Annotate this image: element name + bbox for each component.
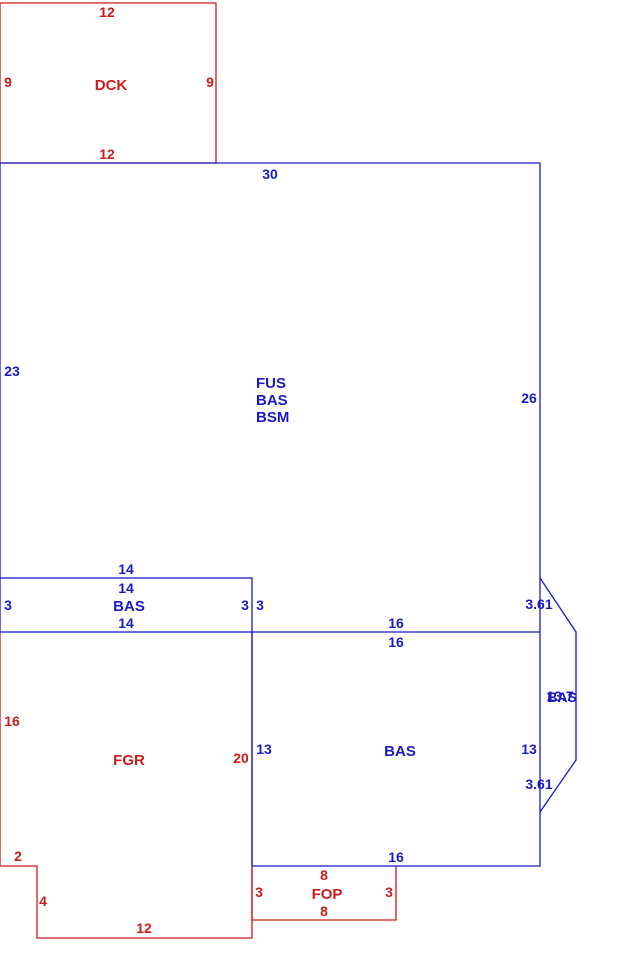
bay-top-diagonal-dimension: 3.61 [525, 596, 552, 612]
porch-area-label: FOP [312, 886, 343, 903]
bay-bottom-diagonal-dimension: 3.61 [525, 776, 552, 792]
porch-top-dimension: 8 [320, 867, 328, 883]
main-top-dimension: 30 [262, 166, 278, 182]
deck-right-dimension: 9 [206, 74, 214, 90]
bas-strip-top-outer-dimension: 14 [118, 561, 134, 577]
main-block-outline [0, 162, 541, 632]
bay-outline [539, 577, 577, 813]
deck-outline [0, 2, 217, 163]
deck-left-dimension: 9 [4, 74, 12, 90]
main-area-label-fus: FUS [256, 375, 286, 392]
deck-bottom-dimension: 12 [99, 146, 115, 162]
bas-strip-left-dimension: 3 [4, 597, 12, 613]
bas-lower-area-label: BAS [384, 743, 416, 760]
porch-outline [251, 866, 397, 921]
bay-area-label: BAS [547, 689, 577, 705]
deck-area-label: DCK [95, 77, 128, 94]
bas-lower-bottom-dimension: 16 [388, 849, 404, 865]
bas-lower-left-dimension: 13 [256, 741, 272, 757]
garage-step-width-dimension: 2 [14, 848, 22, 864]
bas-strip-area-label: BAS [113, 598, 145, 615]
garage-area-label: FGR [113, 752, 145, 769]
garage-step-height-dimension: 4 [39, 893, 47, 909]
porch-left-dimension: 3 [255, 884, 263, 900]
bas-strip-right-outer-dimension: 3 [256, 597, 264, 613]
bas-strip-right-inner-dimension: 3 [241, 597, 249, 613]
garage-outline [0, 632, 253, 939]
main-area-label-bsm: BSM [256, 409, 289, 426]
bas-strip-top-inner-dimension: 14 [118, 580, 134, 596]
bas-lower-top-outer-dimension: 16 [388, 615, 404, 631]
bas-strip-bottom-dimension: 14 [118, 615, 134, 631]
deck-top-dimension: 12 [99, 4, 115, 20]
garage-left-dimension: 16 [4, 713, 20, 729]
porch-bottom-dimension: 8 [320, 903, 328, 919]
bas-lower-right-dimension: 13 [521, 741, 537, 757]
main-area-label-bas: BAS [256, 392, 288, 409]
main-left-dimension: 23 [4, 363, 20, 379]
bas-lower-outline [251, 631, 541, 867]
garage-bottom-dimension: 12 [136, 920, 152, 936]
bay-overlap-dimension: 13.7 [546, 688, 573, 704]
bas-strip-outline [0, 577, 253, 633]
main-right-dimension: 26 [521, 390, 537, 406]
bas-lower-top-inner-dimension: 16 [388, 634, 404, 650]
porch-right-dimension: 3 [385, 884, 393, 900]
garage-right-dimension: 20 [233, 750, 249, 766]
